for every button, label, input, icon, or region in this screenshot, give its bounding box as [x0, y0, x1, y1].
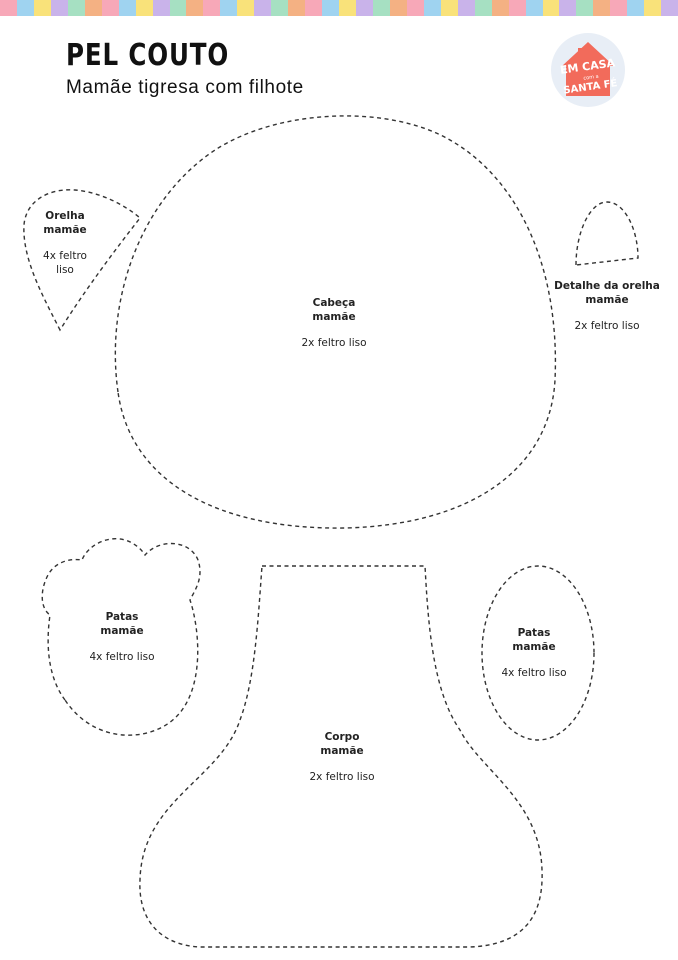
stripe-segment [525, 0, 543, 16]
stripe-segment [593, 0, 611, 16]
stripe-segment [271, 0, 289, 16]
stripe-segment [576, 0, 594, 16]
stripe-segment [423, 0, 441, 16]
head-outline [114, 115, 557, 529]
stripe-segment [627, 0, 645, 16]
stripe-segment [16, 0, 34, 16]
stripe-segment [152, 0, 170, 16]
stripe-segment [220, 0, 238, 16]
stripe-segment [559, 0, 577, 16]
stripe-segment [457, 0, 475, 16]
color-stripe [0, 0, 678, 16]
ear-label: Orelha mamãe 4x feltro liso [43, 210, 87, 276]
em-casa-santa-fe-logo: EM CASA com a SANTA FÉ [551, 33, 625, 107]
stripe-segment [322, 0, 340, 16]
paw-right-outline [481, 565, 595, 741]
stripe-segment [305, 0, 323, 16]
body-label: Corpo mamãe 2x feltro liso [309, 731, 375, 783]
stripe-segment [491, 0, 509, 16]
stripe-segment [610, 0, 628, 16]
stripe-segment [372, 0, 390, 16]
stripe-segment [644, 0, 662, 16]
paw-right-label: Patas mamãe 4x feltro liso [501, 627, 567, 679]
paw-left-label: Patas mamãe 4x feltro liso [89, 611, 155, 663]
stripe-segment [84, 0, 102, 16]
stripe-segment [339, 0, 357, 16]
stripe-segment [474, 0, 492, 16]
stripe-segment [508, 0, 526, 16]
stripe-segment [135, 0, 153, 16]
brand-title: PEL COUTO [66, 38, 230, 73]
ear-detail-outline [575, 201, 639, 266]
stripe-segment [118, 0, 136, 16]
stripe-segment [661, 0, 678, 16]
page-subtitle: Mamãe tigresa com filhote [66, 77, 304, 98]
stripe-segment [288, 0, 306, 16]
svg-text:com a: com a [583, 74, 599, 82]
stripe-segment [237, 0, 255, 16]
ear-outline [23, 189, 141, 332]
stripe-segment [356, 0, 373, 16]
stripe-segment [406, 0, 424, 16]
head-label: Cabeça mamãe 2x feltro liso [301, 297, 367, 349]
stripe-segment [169, 0, 187, 16]
stripe-segment [0, 0, 17, 16]
stripe-segment [101, 0, 119, 16]
stripe-segment [389, 0, 407, 16]
stripe-segment [67, 0, 85, 16]
paw-left-outline [41, 538, 201, 736]
stripe-segment [542, 0, 560, 16]
stripe-segment [33, 0, 51, 16]
stripe-segment [440, 0, 458, 16]
stripe-segment [50, 0, 68, 16]
stripe-segment [186, 0, 204, 16]
stripe-segment [203, 0, 221, 16]
ear-detail-label: Detalhe da orelha mamãe 2x feltro liso [554, 280, 660, 332]
stripe-segment [254, 0, 272, 16]
